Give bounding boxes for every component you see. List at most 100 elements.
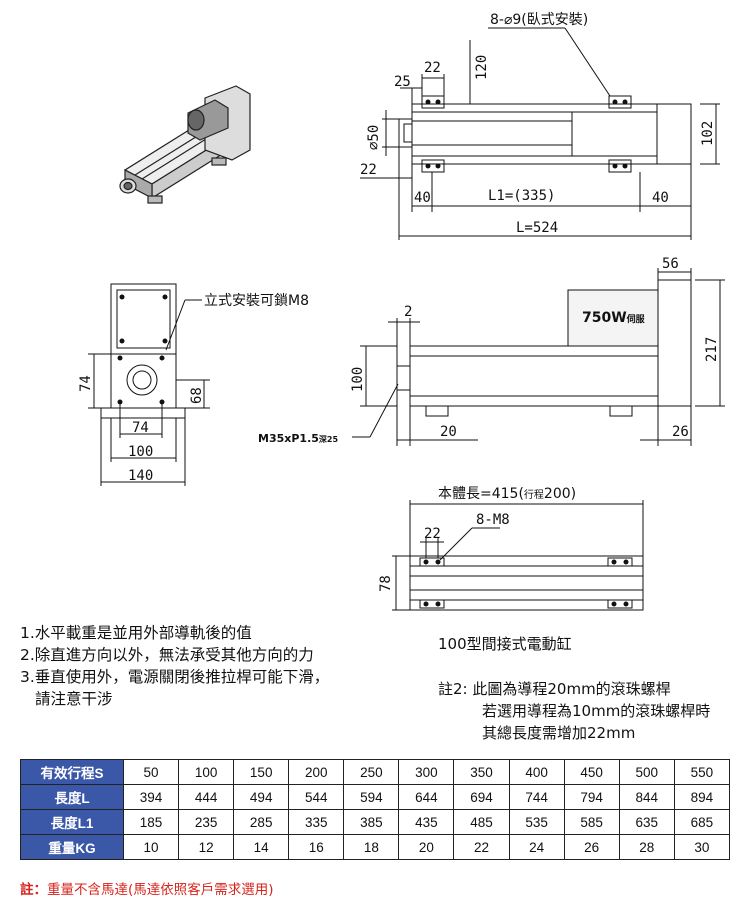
table-cell: 394 xyxy=(122,784,180,810)
table-cell: 150 xyxy=(233,759,290,785)
table-cell: 844 xyxy=(618,784,675,810)
table-cell: 594 xyxy=(343,784,400,810)
dim-26: 26 xyxy=(672,424,689,440)
table-cell: 550 xyxy=(673,759,731,785)
table-cell: 694 xyxy=(453,784,510,810)
dim-25: 25 xyxy=(394,74,411,90)
top-view-text: 8-⌀9(臥式安裝) 22 25 120 ⌀50 22 102 40 L1=(3… xyxy=(360,12,716,236)
dim-217: 217 xyxy=(704,337,720,362)
dim-78: 78 xyxy=(378,575,394,592)
table-cell: 450 xyxy=(563,759,620,785)
dim-2: 2 xyxy=(404,304,412,320)
table-cell: 350 xyxy=(453,759,510,785)
side-view-text: 56 750W伺服 217 2 100 M35xP1.5深25 20 26 xyxy=(258,256,720,445)
dim-74-bottom: 74 xyxy=(132,420,149,436)
table-cell: 535 xyxy=(508,809,565,835)
table-cell: 300 xyxy=(398,759,455,785)
note2-line-1: 註2: 此圖為導程20mm的滾珠螺桿 xyxy=(438,680,671,698)
dim-22-body: 22 xyxy=(424,526,441,542)
table-cell: 435 xyxy=(398,809,455,835)
thread-label: M35xP1.5深25 xyxy=(258,432,338,445)
table-cell: 894 xyxy=(673,784,731,810)
dim-56: 56 xyxy=(662,256,679,272)
table-cell: 50 xyxy=(122,759,180,785)
table-cell: 200 xyxy=(288,759,345,785)
table-cell: 285 xyxy=(233,809,290,835)
table-cell: 235 xyxy=(178,809,235,835)
usage-notes: 1.水平載重是並用外部導軌後的值 2.除直進方向以外，無法承受其他方向的力 3.… xyxy=(20,622,329,710)
note-2: 2.除直進方向以外，無法承受其他方向的力 xyxy=(20,646,314,664)
table-cell: 185 xyxy=(122,809,180,835)
body-view-text: 本體長=415(行程200) 8-M8 22 78 xyxy=(378,486,576,592)
table-cell: 385 xyxy=(343,809,400,835)
footnote-text: 重量不含馬達(馬達依照客戶需求選用) xyxy=(47,882,274,898)
motor-label: 750W伺服 xyxy=(582,310,646,326)
dim-140-bottom: 140 xyxy=(128,468,153,484)
spec-table: 有效行程S 50 100 150 200 250 300 350 400 450… xyxy=(20,759,731,860)
table-row-length-l: 長度L 394 444 494 544 594 644 694 744 794 … xyxy=(20,784,731,810)
table-cell: 744 xyxy=(508,784,565,810)
dim-22-top: 22 xyxy=(424,60,441,76)
table-cell: 20 xyxy=(398,834,455,860)
table-cell: 18 xyxy=(343,834,400,860)
weight-footnote: 註：重量不含馬達(馬達依照客戶需求選用) xyxy=(20,878,274,898)
isometric-view xyxy=(119,85,251,204)
dim-74-side: 74 xyxy=(78,375,94,392)
vertical-mount-label: 立式安裝可鎖M8 xyxy=(204,293,309,309)
table-cell: 635 xyxy=(618,809,675,835)
table-cell: 685 xyxy=(673,809,731,835)
dim-40-right: 40 xyxy=(652,190,669,206)
table-row-weight: 重量KG 10 12 14 16 18 20 22 24 26 28 30 xyxy=(20,834,731,860)
body-length-label: 本體長=415(行程200) xyxy=(438,486,576,502)
table-cell: 22 xyxy=(453,834,510,860)
dim-102: 102 xyxy=(700,121,716,146)
dim-40-left: 40 xyxy=(414,190,431,206)
table-cell: 26 xyxy=(563,834,620,860)
side-view xyxy=(352,268,725,446)
table-cell: 794 xyxy=(563,784,620,810)
dim-20: 20 xyxy=(440,424,457,440)
lead-screw-note: 註2: 此圖為導程20mm的滾珠螺桿 若選用導程為10mm的滾珠螺桿時 其總長度… xyxy=(438,678,710,744)
table-cell: 400 xyxy=(508,759,565,785)
dim-68: 68 xyxy=(189,387,205,404)
row-header: 有效行程S xyxy=(20,759,124,785)
table-row-length-l1: 長度L1 185 235 285 335 385 435 485 535 585… xyxy=(20,809,731,835)
dim-22-left: 22 xyxy=(360,162,377,178)
row-header: 長度L1 xyxy=(20,809,124,835)
table-cell: 644 xyxy=(398,784,455,810)
row-header: 重量KG xyxy=(20,834,124,860)
end-view-text: 立式安裝可鎖M8 74 68 74 100 140 xyxy=(78,293,309,484)
table-cell: 494 xyxy=(233,784,290,810)
table-cell: 444 xyxy=(178,784,235,810)
table-cell: 250 xyxy=(343,759,400,785)
dim-l1: L1=(335) xyxy=(488,188,555,204)
table-row-stroke: 有效行程S 50 100 150 200 250 300 350 400 450… xyxy=(20,759,731,785)
dim-l-total: L=524 xyxy=(516,220,558,236)
horizontal-mount-holes-label: 8-⌀9(臥式安裝) xyxy=(490,12,588,28)
end-view xyxy=(88,283,210,486)
table-cell: 100 xyxy=(178,759,235,785)
dim-100-bottom: 100 xyxy=(128,444,153,460)
table-cell: 485 xyxy=(453,809,510,835)
note2-line-2: 若選用導程為10mm的滾珠螺桿時 xyxy=(482,702,711,720)
table-cell: 544 xyxy=(288,784,345,810)
footnote-label: 註： xyxy=(20,882,47,898)
body-view xyxy=(392,500,644,611)
product-title: 100型間接式電動缸 xyxy=(438,635,572,653)
table-cell: 30 xyxy=(673,834,731,860)
dim-diameter-50: ⌀50 xyxy=(366,125,382,150)
note-3-continued: 請注意干涉 xyxy=(35,690,113,708)
note2-line-3: 其總長度需增加22mm xyxy=(482,724,636,742)
table-cell: 24 xyxy=(508,834,565,860)
note-1: 1.水平載重是並用外部導軌後的值 xyxy=(20,624,252,642)
table-cell: 500 xyxy=(618,759,675,785)
note-3: 3.垂直使用外，電源關閉後推拉桿可能下滑， xyxy=(20,668,330,686)
table-cell: 14 xyxy=(233,834,290,860)
row-header: 長度L xyxy=(20,784,124,810)
dim-100-side: 100 xyxy=(350,367,366,392)
table-cell: 28 xyxy=(618,834,675,860)
table-cell: 12 xyxy=(178,834,235,860)
label-8-m8: 8-M8 xyxy=(476,512,510,528)
table-cell: 335 xyxy=(288,809,345,835)
